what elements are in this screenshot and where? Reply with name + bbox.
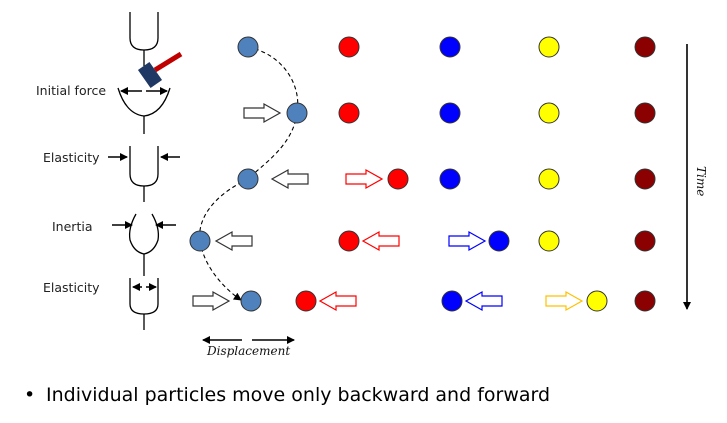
hammer-icon [137, 51, 183, 89]
particle [538, 230, 560, 252]
label-initial-force: Initial force [36, 83, 106, 98]
particle [237, 168, 259, 190]
sound-wave-diagram: Initial force Elasticity Inertia Elastic… [36, 12, 708, 358]
particle [338, 36, 360, 58]
particle [240, 290, 262, 312]
particle [634, 102, 656, 124]
particle [488, 230, 510, 252]
particle [538, 168, 560, 190]
motion-path [199, 46, 299, 301]
particle [338, 230, 360, 252]
particle [441, 290, 463, 312]
label-time: Time [694, 166, 708, 196]
label-elasticity-2: Elasticity [43, 280, 100, 295]
particle [439, 102, 461, 124]
tuning-fork-icon [117, 87, 171, 134]
tuning-fork-icon [128, 213, 160, 276]
particle [439, 36, 461, 58]
bullet-marker: • [24, 384, 36, 406]
particle [189, 230, 211, 252]
label-elasticity: Elasticity [43, 150, 100, 165]
particle [439, 168, 461, 190]
particle [338, 102, 360, 124]
tuning-fork-icon [129, 278, 159, 330]
particle [586, 290, 608, 312]
particle [538, 102, 560, 124]
particle [634, 290, 656, 312]
tuning-fork-icon [129, 12, 159, 66]
particle [387, 168, 409, 190]
tuning-fork-icon [129, 146, 159, 202]
particle [286, 102, 308, 124]
particle [634, 168, 656, 190]
particle [634, 230, 656, 252]
bullet-point: • Individual particles move only backward… [24, 384, 550, 406]
label-inertia: Inertia [52, 219, 92, 234]
particle [538, 36, 560, 58]
particle [237, 36, 259, 58]
particle [634, 36, 656, 58]
label-displacement: Displacement [206, 344, 290, 358]
particle [295, 290, 317, 312]
particles [189, 36, 656, 312]
bullet-text: Individual particles move only backward … [46, 384, 551, 406]
arrow-icon [192, 102, 584, 312]
